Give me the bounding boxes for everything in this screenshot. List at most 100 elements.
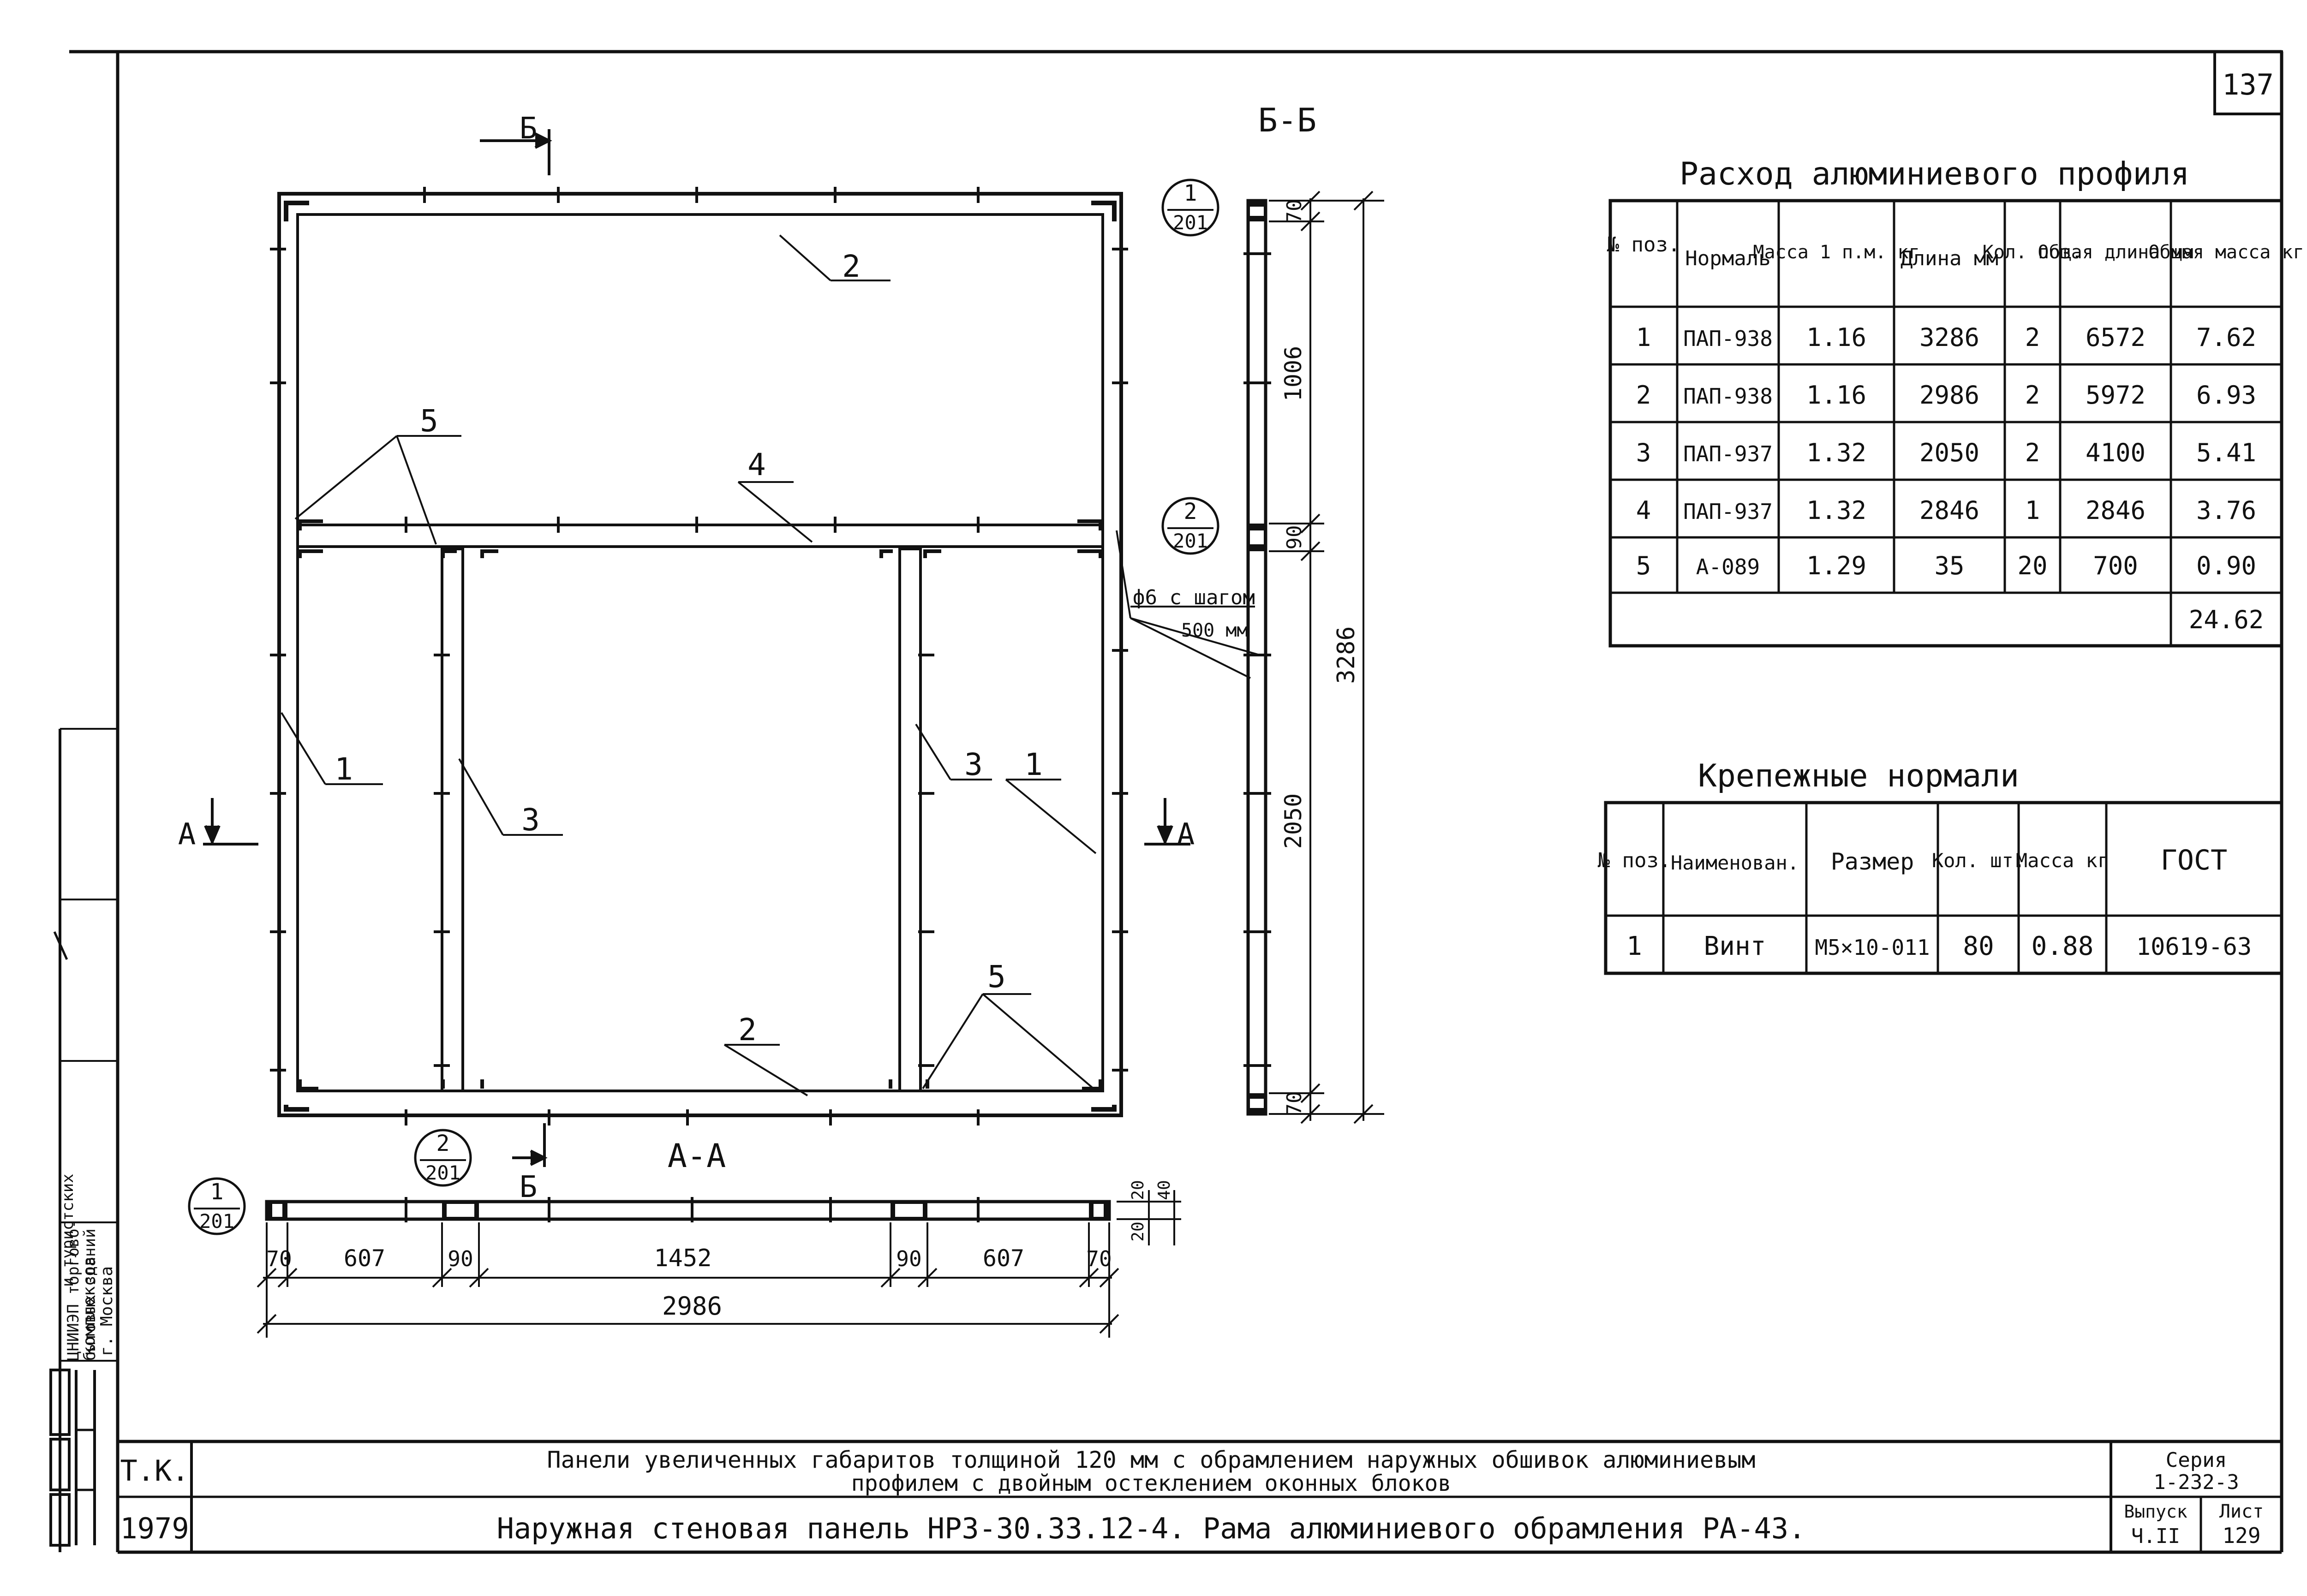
cut-label-b-bottom: Б xyxy=(520,1170,538,1204)
svg-text:20: 20 xyxy=(2017,551,2047,580)
vdim-3286: 3286 xyxy=(1333,626,1360,684)
svg-text:4100: 4100 xyxy=(2086,438,2146,467)
svg-text:4: 4 xyxy=(1636,496,1651,525)
svg-text:2986: 2986 xyxy=(1919,381,1979,410)
cut-label-b-top: Б xyxy=(520,112,538,146)
svg-text:2: 2 xyxy=(436,1131,450,1156)
sheet-label: Лист xyxy=(2219,1501,2264,1522)
title-line-1: Панели увеличенных габаритов толщиной 12… xyxy=(547,1447,1756,1473)
svg-text:201: 201 xyxy=(199,1210,234,1233)
title-block-code: Т.К. xyxy=(120,1454,189,1488)
fastener-header-qty: Кол. шт. xyxy=(1932,849,2025,872)
svg-text:201: 201 xyxy=(425,1161,460,1184)
series-value: 1-232-3 xyxy=(2153,1471,2239,1494)
section-aa: А-А xyxy=(257,1137,1181,1338)
svg-text:10619-63: 10619-63 xyxy=(2136,933,2252,961)
profile-table-title: Расход алюминиевого профиля xyxy=(1679,156,2189,192)
cut-label-a-right: А xyxy=(1177,817,1195,852)
logo-mark xyxy=(49,1369,96,1547)
callout-1-201-left: 1 201 xyxy=(188,1177,246,1235)
side-stamp-line-4: комплексов xyxy=(80,1256,99,1356)
issue-label: Выпуск xyxy=(2124,1501,2187,1522)
svg-text:5.41: 5.41 xyxy=(2196,438,2256,467)
sheet-number-box xyxy=(2213,50,2283,115)
svg-text:1: 1 xyxy=(1184,180,1197,206)
vdim-70-top: 70 xyxy=(1283,199,1306,224)
svg-text:ПАП-937: ПАП-937 xyxy=(1683,499,1773,524)
table-row: 5 А-089 1.29 35 20 700 0.90 xyxy=(1636,551,2256,580)
callout-2-201-right: 2 201 xyxy=(1161,497,1219,555)
side-stamp: ЦНИИЭП торгово- бытовых зданий и туристс… xyxy=(49,728,118,1552)
svg-text:1.16: 1.16 xyxy=(1806,323,1866,352)
svg-text:0.88: 0.88 xyxy=(2032,931,2094,961)
title-block-year: 1979 xyxy=(120,1512,189,1545)
hdim-607-left: 607 xyxy=(344,1245,385,1272)
svg-text:А-089: А-089 xyxy=(1696,554,1760,579)
table-row: 2 ПАП-938 1.16 2986 2 5972 6.93 xyxy=(1636,381,2256,410)
table-row: 4 ПАП-937 1.32 2846 1 2846 3.76 xyxy=(1636,496,2256,525)
svg-text:2: 2 xyxy=(2025,323,2040,352)
svg-text:Винт: Винт xyxy=(1704,931,1766,961)
fastener-header-gost: ГОСТ xyxy=(2161,844,2228,876)
callout-2-201-bottom: 2 201 xyxy=(414,1129,472,1187)
svg-text:2: 2 xyxy=(1636,381,1651,410)
svg-text:3: 3 xyxy=(1636,438,1651,467)
profile-header-total-length: Общая длина мм xyxy=(2038,242,2193,263)
table-row: 1 Винт М5×10-011 80 0.88 10619-63 xyxy=(1626,931,2252,961)
svg-text:0.90: 0.90 xyxy=(2196,551,2256,580)
section-bb-title: Б-Б xyxy=(1258,101,1316,139)
pos-label-1-left: 1 xyxy=(335,751,353,787)
title-line-2: профилем с двойным остеклением оконных б… xyxy=(851,1471,1451,1496)
svg-text:1: 1 xyxy=(1626,931,1642,961)
svg-text:1.32: 1.32 xyxy=(1806,438,1866,467)
cut-label-a-left: А xyxy=(178,817,196,852)
svg-text:М5×10-011: М5×10-011 xyxy=(1815,935,1930,960)
hdim-90-left: 90 xyxy=(448,1246,473,1271)
svg-text:1.29: 1.29 xyxy=(1806,551,1866,580)
svg-text:80: 80 xyxy=(1963,931,1994,961)
section-bb: Б-Б 70 1006 90 2050 xyxy=(1243,101,1384,1124)
fastener-header-mass: Масса кг xyxy=(2016,849,2109,872)
svg-text:2: 2 xyxy=(2025,438,2040,467)
pos-label-5-upper: 5 xyxy=(420,403,438,439)
profile-header-normal: Нормаль xyxy=(1685,247,1770,270)
svg-text:1: 1 xyxy=(210,1179,224,1205)
profile-header-qty: Кол. поз. xyxy=(1983,242,2083,263)
title-line-3: Наружная стеновая панель НР3-30.33.12-4.… xyxy=(497,1512,1806,1545)
note-line-1: ф6 с шагом xyxy=(1133,586,1255,609)
hdim-2986: 2986 xyxy=(662,1292,722,1321)
fastener-table: Крепежные нормали № поз. Наименован. Раз… xyxy=(1598,758,2283,975)
table-row: 3 ПАП-937 1.32 2050 2 4100 5.41 xyxy=(1636,438,2256,467)
svg-text:2: 2 xyxy=(2025,381,2040,410)
vdim-90: 90 xyxy=(1283,525,1306,550)
vdim-2050: 2050 xyxy=(1280,793,1307,849)
title-block: Т.К. 1979 Панели увеличенных габаритов т… xyxy=(118,1440,2282,1552)
svg-text:2846: 2846 xyxy=(2086,496,2146,525)
pos-label-4: 4 xyxy=(747,447,766,482)
sheet-value: 129 xyxy=(2222,1523,2260,1548)
svg-text:ПАП-938: ПАП-938 xyxy=(1683,384,1773,409)
svg-text:2846: 2846 xyxy=(1919,496,1979,525)
hdim-70-left: 70 xyxy=(266,1246,292,1271)
profile-table: Расход алюминиевого профиля № поз. Норма… xyxy=(1607,156,2304,648)
pos-label-3-right: 3 xyxy=(964,747,983,782)
sheet-number: 137 xyxy=(2222,68,2274,101)
profile-header-pos: № поз. xyxy=(1607,233,1680,256)
small-dim-40: 40 xyxy=(1155,1180,1174,1200)
pos-label-3-left: 3 xyxy=(521,802,540,838)
hdim-1452: 1452 xyxy=(654,1245,711,1272)
callout-1-201-right: 1 201 xyxy=(1161,179,1219,237)
svg-text:1: 1 xyxy=(1636,323,1651,352)
fastener-header-name: Наименован. xyxy=(1671,852,1799,874)
svg-text:ПАП-938: ПАП-938 xyxy=(1683,326,1773,351)
hdim-90-right: 90 xyxy=(896,1246,921,1271)
svg-text:ПАП-937: ПАП-937 xyxy=(1683,441,1773,466)
fastener-table-title: Крепежные нормали xyxy=(1698,758,2019,794)
svg-text:5972: 5972 xyxy=(2086,381,2146,410)
vdim-70-bottom: 70 xyxy=(1283,1091,1306,1116)
profile-header-mass: Масса 1 п.м. кг xyxy=(1753,242,1919,263)
note-line-2: 500 мм xyxy=(1181,620,1248,641)
profile-total: 24.62 xyxy=(2189,605,2264,634)
svg-text:201: 201 xyxy=(1173,530,1208,552)
profile-header-total-mass: Общая масса кг xyxy=(2148,242,2304,263)
